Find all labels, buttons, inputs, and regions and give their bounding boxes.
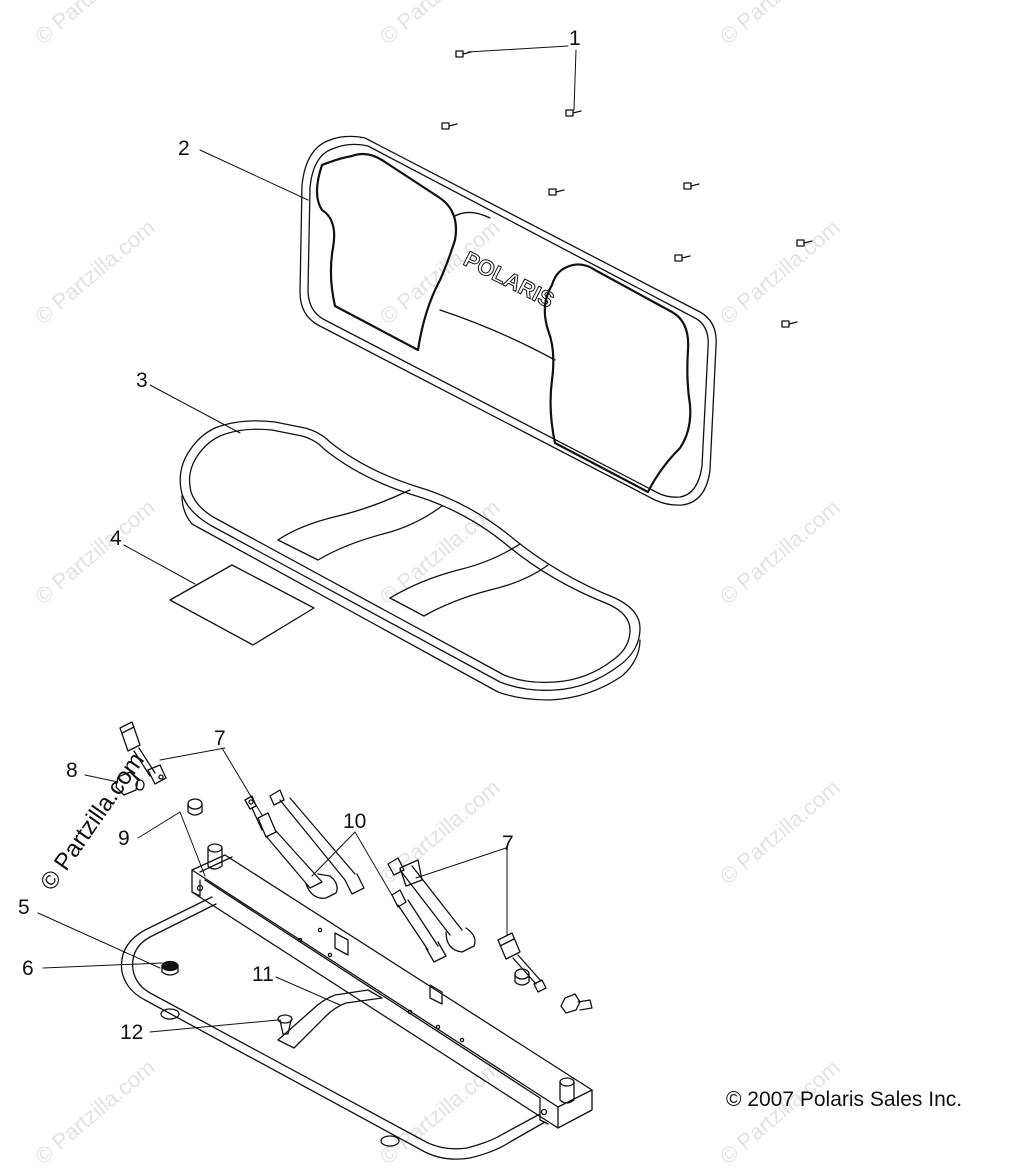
base-frame [120, 896, 546, 1160]
backrest-logo: POLARIS [460, 246, 558, 313]
callout-9: 9 [118, 827, 130, 850]
push-pin [277, 1014, 293, 1035]
callout-11: 11 [252, 963, 274, 986]
callout-6: 6 [22, 957, 34, 980]
callout-2: 2 [178, 137, 190, 160]
callout-4: 4 [110, 527, 122, 550]
callout-10: 10 [343, 810, 367, 833]
seat-belt-buckle [119, 721, 167, 785]
seat-cushion [179, 420, 641, 701]
callout-12: 12 [120, 1021, 144, 1044]
callout-7-left: 7 [214, 727, 226, 750]
flange-nut [115, 771, 145, 796]
seat-belt-retractor-left [244, 789, 365, 899]
leader-lines [37, 45, 577, 1033]
callout-7-right: 7 [502, 832, 514, 855]
callout-8: 8 [66, 759, 78, 782]
seat-crossbar [191, 843, 593, 1129]
callout-5: 5 [18, 896, 30, 919]
seat-belt-retractor-right [387, 857, 476, 963]
callout-1: 1 [569, 27, 581, 50]
label-sheet [169, 564, 315, 646]
callout-3: 3 [136, 369, 148, 392]
spacer [187, 798, 203, 816]
copyright-notice: © 2007 Polaris Sales Inc. [726, 1088, 963, 1111]
seat-belt-buckle-right [497, 932, 593, 1014]
support-bracket [277, 989, 383, 1049]
screws [441, 50, 813, 328]
backrest [299, 135, 717, 506]
rubber-bumper [161, 960, 179, 976]
